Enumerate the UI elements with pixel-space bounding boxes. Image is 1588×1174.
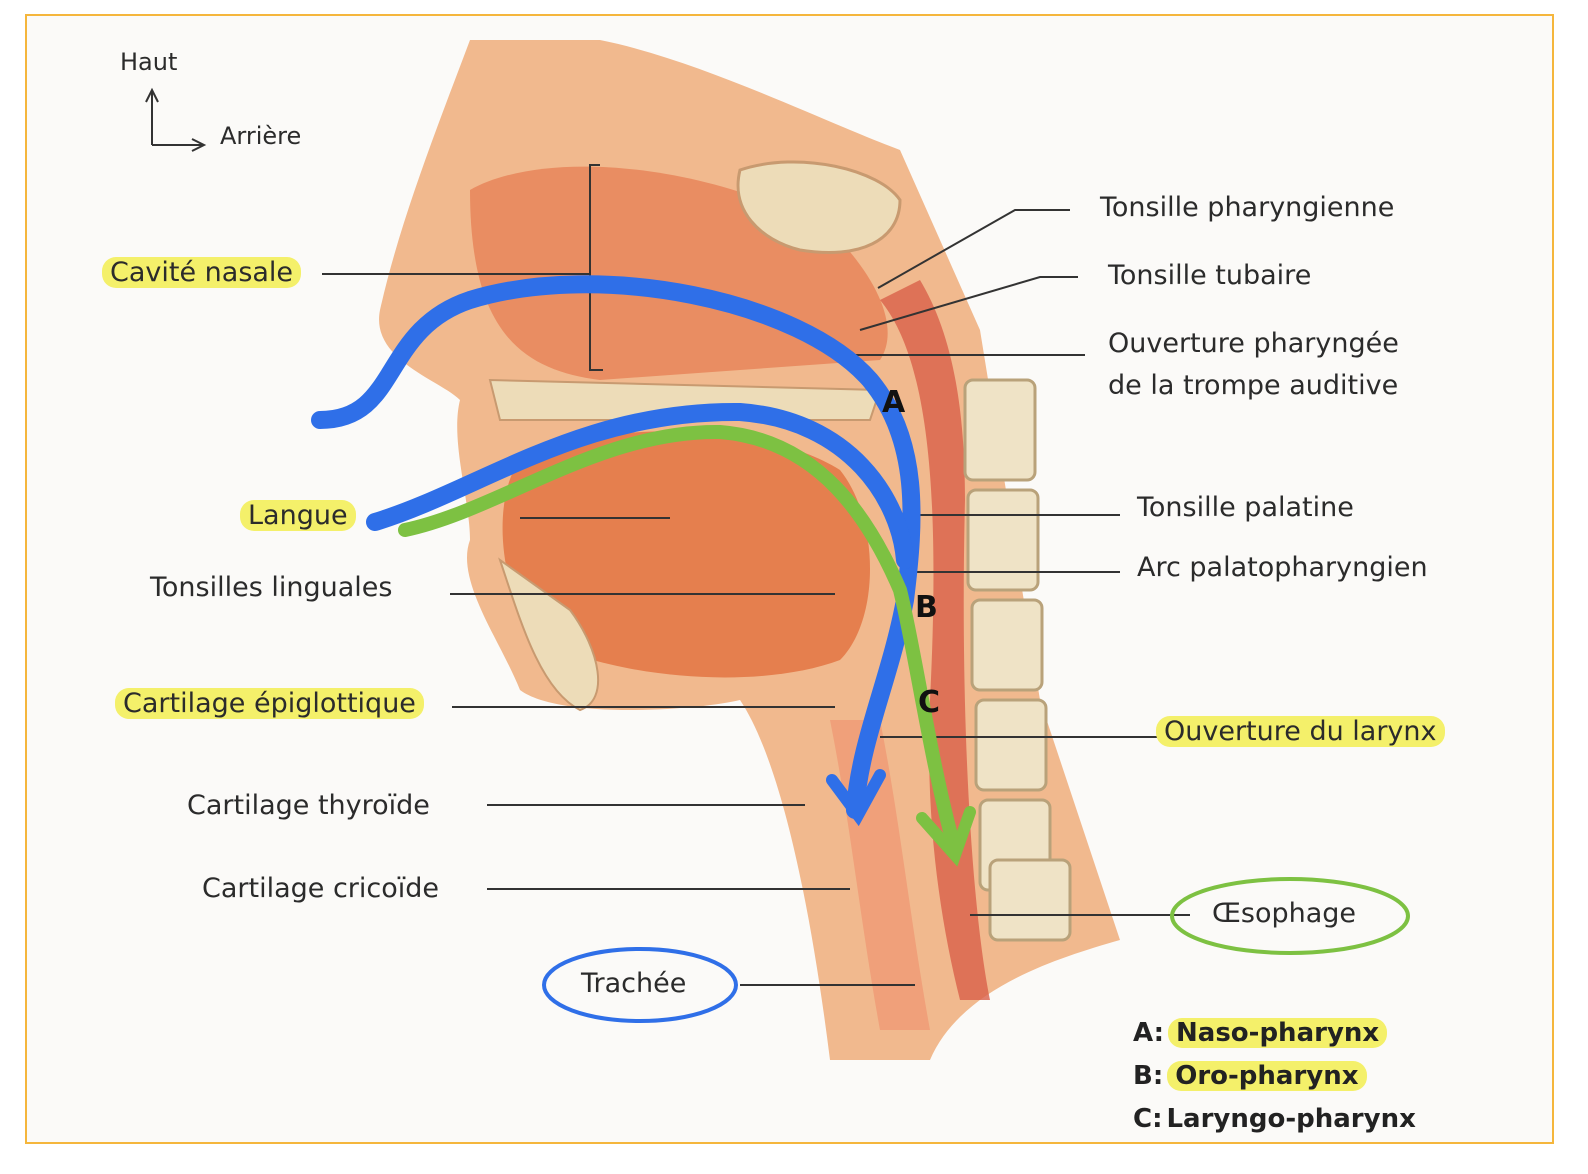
letter-c: C [918,685,941,720]
letter-a: A [882,385,906,420]
legend-item-a: A:Naso-pharynx [1133,1012,1416,1055]
food-path-arrow [398,424,962,857]
orientation-up-label: Haut [120,48,178,76]
label-arc-palatopharyngien: Arc palatopharyngien [1137,552,1428,583]
letter-b: B [915,590,938,625]
air-path-lower [366,402,914,569]
legend-item-b: B:Oro-pharynx [1133,1055,1416,1098]
trachea-circle [542,947,738,1023]
label-trachee: Trachée [581,968,687,999]
orientation-back-label: Arrière [220,122,302,150]
label-cavite-nasale: Cavité nasale [102,257,302,288]
oesophagus-circle [1170,877,1410,955]
nasal-cavity-bracket [589,164,603,371]
orientation-arrows-icon [145,87,207,152]
label-tonsille-palatine: Tonsille palatine [1137,492,1354,523]
label-cartilage-epiglottique: Cartilage épiglottique [115,688,424,719]
label-tonsille-tubaire: Tonsille tubaire [1108,260,1312,291]
leader-lines [322,209,1190,986]
sphenoid-bone [736,160,902,255]
air-path-arrowhead [826,769,886,827]
label-ouverture-pharyngee-line1: Ouverture pharyngée [1108,328,1399,359]
label-langue: Langue [240,500,356,531]
label-ouverture-larynx: Ouverture du larynx [1156,716,1445,747]
food-path-arrowhead [916,806,976,867]
label-tonsilles-linguales: Tonsilles linguales [150,572,393,603]
mandible [498,557,600,712]
label-ouverture-pharyngee-line2: de la trompe auditive [1108,370,1399,401]
label-oesophage: Œsophage [1212,898,1357,929]
label-cartilage-thyroide: Cartilage thyroïde [187,790,430,821]
air-path-arrow [311,275,921,819]
legend: A:Naso-pharynx B:Oro-pharynx C:Laryngo-p… [1133,1012,1416,1141]
legend-item-c: C:Laryngo-pharynx [1133,1104,1416,1134]
label-cartilage-cricoide: Cartilage cricoïde [202,873,440,904]
tongue [502,431,870,678]
label-tonsille-pharyngienne: Tonsille pharyngienne [1100,192,1395,223]
